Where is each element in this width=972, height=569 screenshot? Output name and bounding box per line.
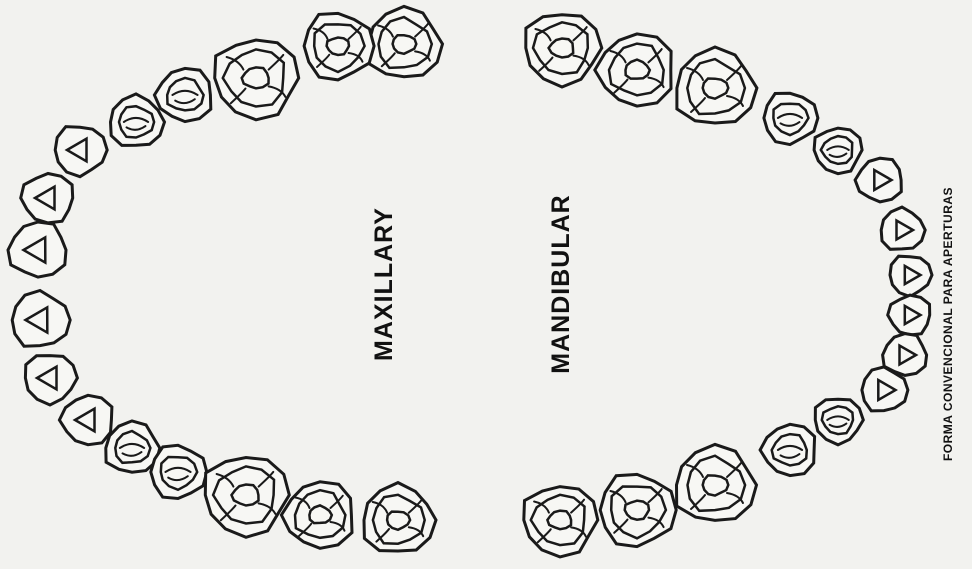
maxillary-canine-tooth	[55, 127, 107, 177]
mandibular-canine-tooth	[855, 158, 901, 202]
maxillary-molar-tooth	[281, 482, 352, 549]
maxillary-incisor-tooth	[8, 222, 66, 277]
maxillary-molar-tooth	[369, 6, 443, 76]
mandibular-label: MANDIBULAR	[547, 194, 575, 373]
tooth-outline	[21, 174, 73, 223]
tooth-outline	[888, 295, 930, 335]
mandibular-incisor-tooth	[890, 256, 932, 297]
mandibular-molar-tooth	[677, 47, 757, 123]
mandibular-premolar-tooth	[760, 424, 815, 475]
maxillary-canine-tooth	[59, 395, 112, 444]
mandibular-molar-tooth	[677, 444, 757, 520]
mandibular-molar-tooth	[595, 34, 671, 106]
tooth-outline	[764, 93, 818, 144]
maxillary-label: MAXILLARY	[370, 207, 398, 361]
tooth-outline	[215, 40, 299, 120]
maxillary-molar-tooth	[205, 458, 289, 538]
tooth-outline	[205, 458, 289, 538]
maxillary-incisor-tooth	[21, 174, 73, 223]
tooth-outline	[55, 127, 107, 177]
tooth-outline	[25, 356, 77, 405]
tooth-outline	[8, 222, 66, 277]
mandibular-premolar-tooth	[764, 93, 818, 144]
mandibular-molar-tooth	[526, 15, 602, 87]
mandibular-arch	[524, 15, 932, 557]
mandibular-premolar-tooth	[815, 399, 863, 445]
mandibular-incisor-tooth	[888, 295, 930, 335]
mandibular-molar-tooth	[600, 474, 676, 546]
tooth-outline	[12, 291, 70, 347]
maxillary-incisor-tooth	[12, 291, 70, 347]
mandibular-molar-tooth	[524, 487, 598, 557]
tooth-outline	[890, 256, 932, 297]
maxillary-premolar-tooth	[154, 68, 210, 121]
mandibular-premolar-tooth	[814, 128, 862, 174]
maxillary-molar-tooth	[364, 483, 436, 551]
maxillary-premolar-tooth	[151, 445, 207, 498]
maxillary-incisor-tooth	[25, 356, 77, 405]
maxillary-molar-tooth	[304, 13, 374, 80]
tooth-outline	[855, 158, 901, 202]
tooth-outline	[524, 487, 598, 557]
maxillary-molar-tooth	[215, 40, 299, 120]
mandibular-incisor-tooth	[881, 207, 925, 249]
tooth-outline	[881, 207, 925, 249]
figure-caption: FORMA CONVENCIONAL PARA APERTURAS	[941, 187, 955, 461]
tooth-outline	[59, 395, 112, 444]
tooth-outline	[526, 15, 602, 87]
